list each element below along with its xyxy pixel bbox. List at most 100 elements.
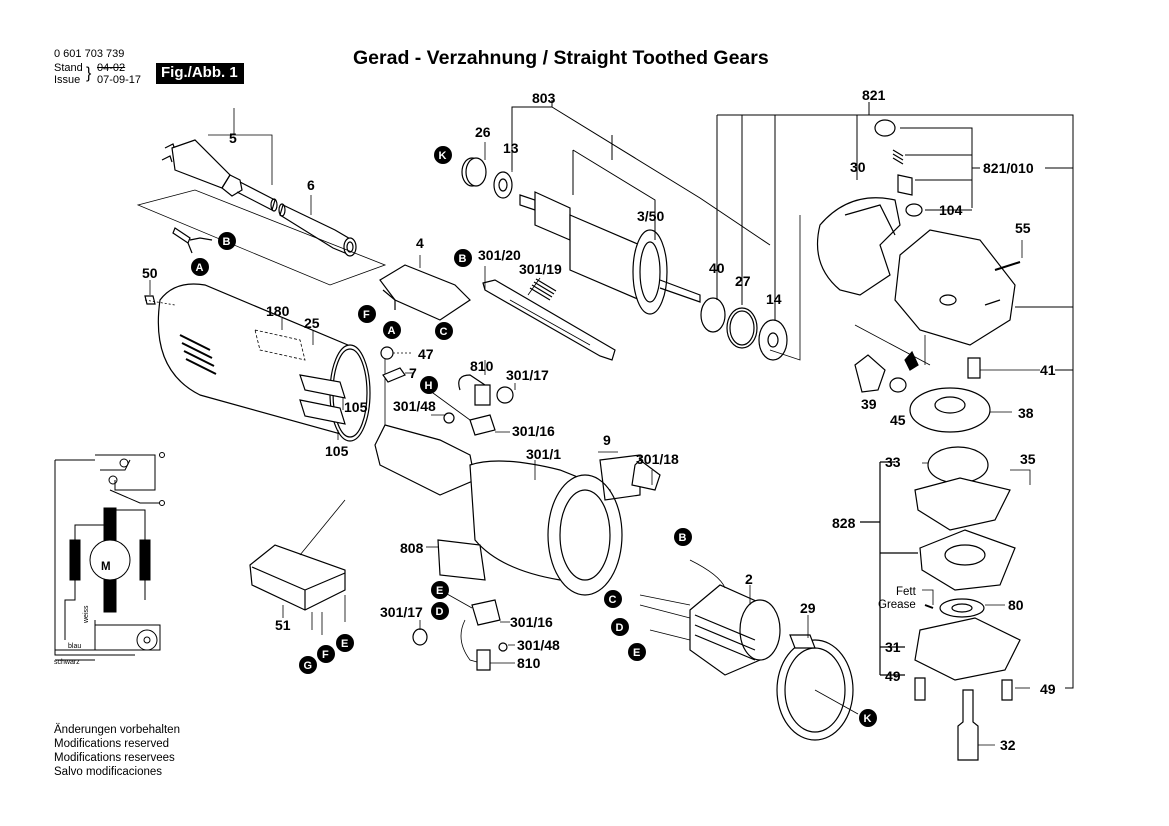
brush-holder-301-16-top	[469, 414, 496, 436]
note-fr: Modifications reservees	[54, 752, 175, 764]
label-31: 31	[885, 639, 901, 655]
circlip-40	[700, 297, 726, 333]
grease-label-de: Fett	[896, 586, 917, 598]
label-35: 35	[1020, 451, 1036, 467]
svg-text:K: K	[864, 713, 872, 725]
svg-text:E: E	[341, 638, 348, 650]
connector-h: H	[420, 376, 438, 394]
connector-f-filter: F	[317, 645, 335, 663]
screw-301-48-top	[443, 412, 455, 424]
pinion-39	[854, 354, 886, 393]
label-2: 2	[745, 571, 753, 587]
part-number: 0 601 703 739	[54, 48, 125, 60]
label-49-left: 49	[885, 668, 901, 684]
o-ring-104	[905, 203, 923, 217]
brush-spring-301-17-top	[496, 386, 514, 404]
label-9: 9	[603, 432, 611, 448]
label-33: 33	[885, 454, 901, 470]
note-de: Änderungen vorbehalten	[54, 724, 180, 736]
svg-text:C: C	[609, 594, 617, 606]
brush-810-bottom	[476, 649, 491, 671]
note-es: Salvo modificaciones	[54, 766, 163, 778]
cord-terminal	[172, 227, 191, 244]
wire-label-white: weiss	[83, 605, 90, 624]
label-14: 14	[766, 291, 782, 307]
label-7: 7	[409, 365, 417, 381]
washer-80	[939, 598, 985, 618]
label-301-18: 301/18	[636, 451, 679, 467]
label-301-1: 301/1	[526, 446, 561, 462]
needle-bearing-41	[967, 357, 981, 379]
lock-button-cap	[874, 119, 896, 137]
label-301-20: 301/20	[478, 247, 521, 263]
label-810-bottom: 810	[517, 655, 541, 671]
label-104: 104	[939, 202, 963, 218]
svg-text:A: A	[196, 262, 204, 274]
label-4: 4	[416, 235, 424, 251]
screw-50	[144, 295, 156, 305]
connector-d-brush: D	[431, 602, 449, 620]
label-40: 40	[709, 260, 725, 276]
issue-value: 07-09-17	[97, 74, 142, 86]
label-45: 45	[890, 412, 906, 428]
motor-label: M	[101, 561, 111, 573]
svg-text:G: G	[304, 660, 313, 672]
retaining-plate-31	[914, 617, 1021, 681]
wire-label-black: schwarz	[54, 659, 80, 666]
nut-45	[889, 377, 907, 393]
armature-part	[519, 191, 701, 315]
cord-sleeve-part	[278, 203, 357, 257]
cord-group-outline	[136, 189, 387, 286]
o-ring-33	[927, 446, 989, 484]
brace: }	[86, 65, 92, 82]
label-180: 180	[266, 303, 290, 319]
screw-47	[380, 346, 394, 360]
field-coil-part	[689, 584, 781, 676]
label-29: 29	[800, 600, 816, 616]
note-en: Modifications reserved	[54, 738, 170, 750]
connector-e-brush: E	[431, 581, 449, 599]
label-5: 5	[229, 130, 237, 146]
connector-k-bearing: K	[434, 146, 452, 164]
label-301-16-top: 301/16	[512, 423, 555, 439]
part-labels: 5 6 50 180 25 105 105 4 301/20 301/19 80…	[142, 87, 1056, 753]
connector-c-switch: C	[435, 322, 453, 340]
svg-text:D: D	[436, 606, 444, 618]
label-808: 808	[400, 540, 424, 556]
suppressor-51	[249, 544, 346, 611]
label-810-top: 810	[470, 358, 494, 374]
cord-wire-a	[187, 242, 193, 254]
guard-part	[816, 197, 901, 296]
connector-e-coil: E	[628, 643, 646, 661]
svg-text:C: C	[440, 326, 448, 338]
label-26: 26	[475, 124, 491, 140]
issue-label: Issue	[54, 74, 81, 86]
label-9	[599, 454, 641, 501]
svg-text:F: F	[322, 649, 329, 661]
bearing-14	[758, 319, 788, 361]
screw-49-left	[914, 677, 926, 701]
label-55: 55	[1015, 220, 1031, 236]
page-title: Gerad - Verzahnung / Straight Toothed Ge…	[353, 47, 769, 69]
stand-label: Stand	[54, 62, 83, 74]
stand-value: 04-02	[97, 62, 126, 74]
switch-button-301-18	[631, 459, 661, 491]
switch-rod-part	[482, 279, 616, 361]
label-51: 51	[275, 617, 291, 633]
flange-part	[919, 529, 1016, 591]
label-38: 38	[1018, 405, 1034, 421]
svg-text:F: F	[363, 309, 370, 321]
label-828: 828	[832, 515, 856, 531]
motor-housing-part	[157, 283, 371, 442]
label-27: 27	[735, 273, 751, 289]
gear-housing-part	[894, 229, 1016, 346]
lock-pin	[897, 174, 913, 196]
cord-wire-b	[189, 237, 213, 241]
baffle-part	[776, 634, 854, 741]
wire-label-blue: blau	[68, 643, 81, 650]
screw-49-right	[1001, 679, 1013, 701]
label-301-48-top: 301/48	[393, 398, 436, 414]
label-32: 32	[1000, 737, 1016, 753]
label-821: 821	[862, 87, 886, 103]
